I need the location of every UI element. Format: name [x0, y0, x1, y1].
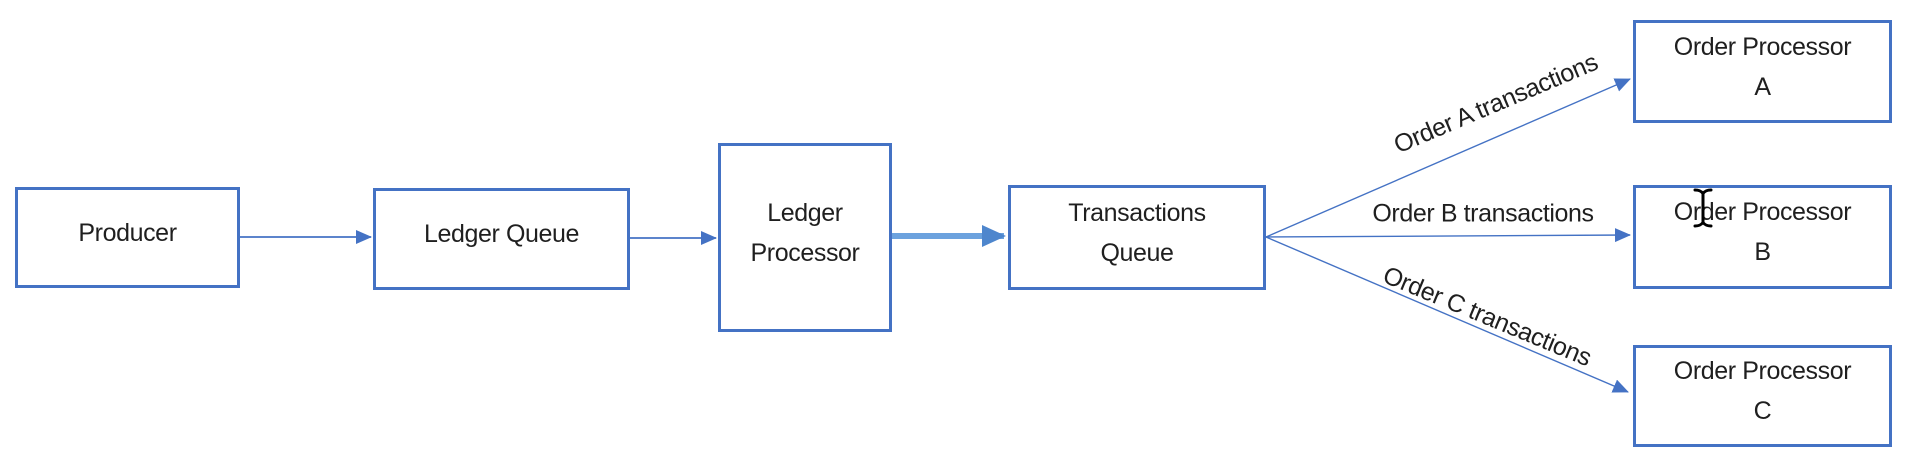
node-label-line1: Ledger: [767, 198, 843, 227]
edge-label-order-b-transactions: Order B transactions: [1372, 199, 1594, 228]
node-label-line2: Processor: [750, 238, 860, 267]
text-ibeam-cursor-icon: [1693, 188, 1713, 228]
arrow-transactions-queue-to-order-b[interactable]: [1265, 228, 1631, 243]
node-order-processor-b[interactable]: Order Processor B: [1633, 185, 1892, 289]
arrow-transactions-queue-to-order-c[interactable]: [1265, 236, 1629, 393]
node-label-line1: Transactions: [1068, 198, 1206, 227]
node-label-line2: A: [1754, 72, 1771, 101]
node-ledger-processor[interactable]: Ledger Processor: [718, 143, 892, 332]
node-label: Producer: [78, 218, 177, 247]
node-ledger-queue[interactable]: Ledger Queue: [373, 188, 630, 290]
arrow-transactions-queue-to-order-a[interactable]: [1265, 78, 1631, 238]
node-label: Ledger Queue: [423, 220, 580, 248]
node-order-processor-a[interactable]: Order Processor A: [1633, 20, 1892, 123]
node-label-line2: B: [1754, 238, 1771, 266]
node-producer[interactable]: Producer: [15, 187, 240, 288]
node-label-line1: Order Processor: [1673, 32, 1852, 61]
node-label-line2: Queue: [1100, 238, 1174, 267]
node-transactions-queue[interactable]: Transactions Queue: [1008, 185, 1266, 290]
node-label-line1: Order Processor: [1673, 357, 1852, 385]
node-order-processor-c[interactable]: Order Processor C: [1633, 345, 1892, 447]
node-label-line2: C: [1753, 397, 1772, 425]
